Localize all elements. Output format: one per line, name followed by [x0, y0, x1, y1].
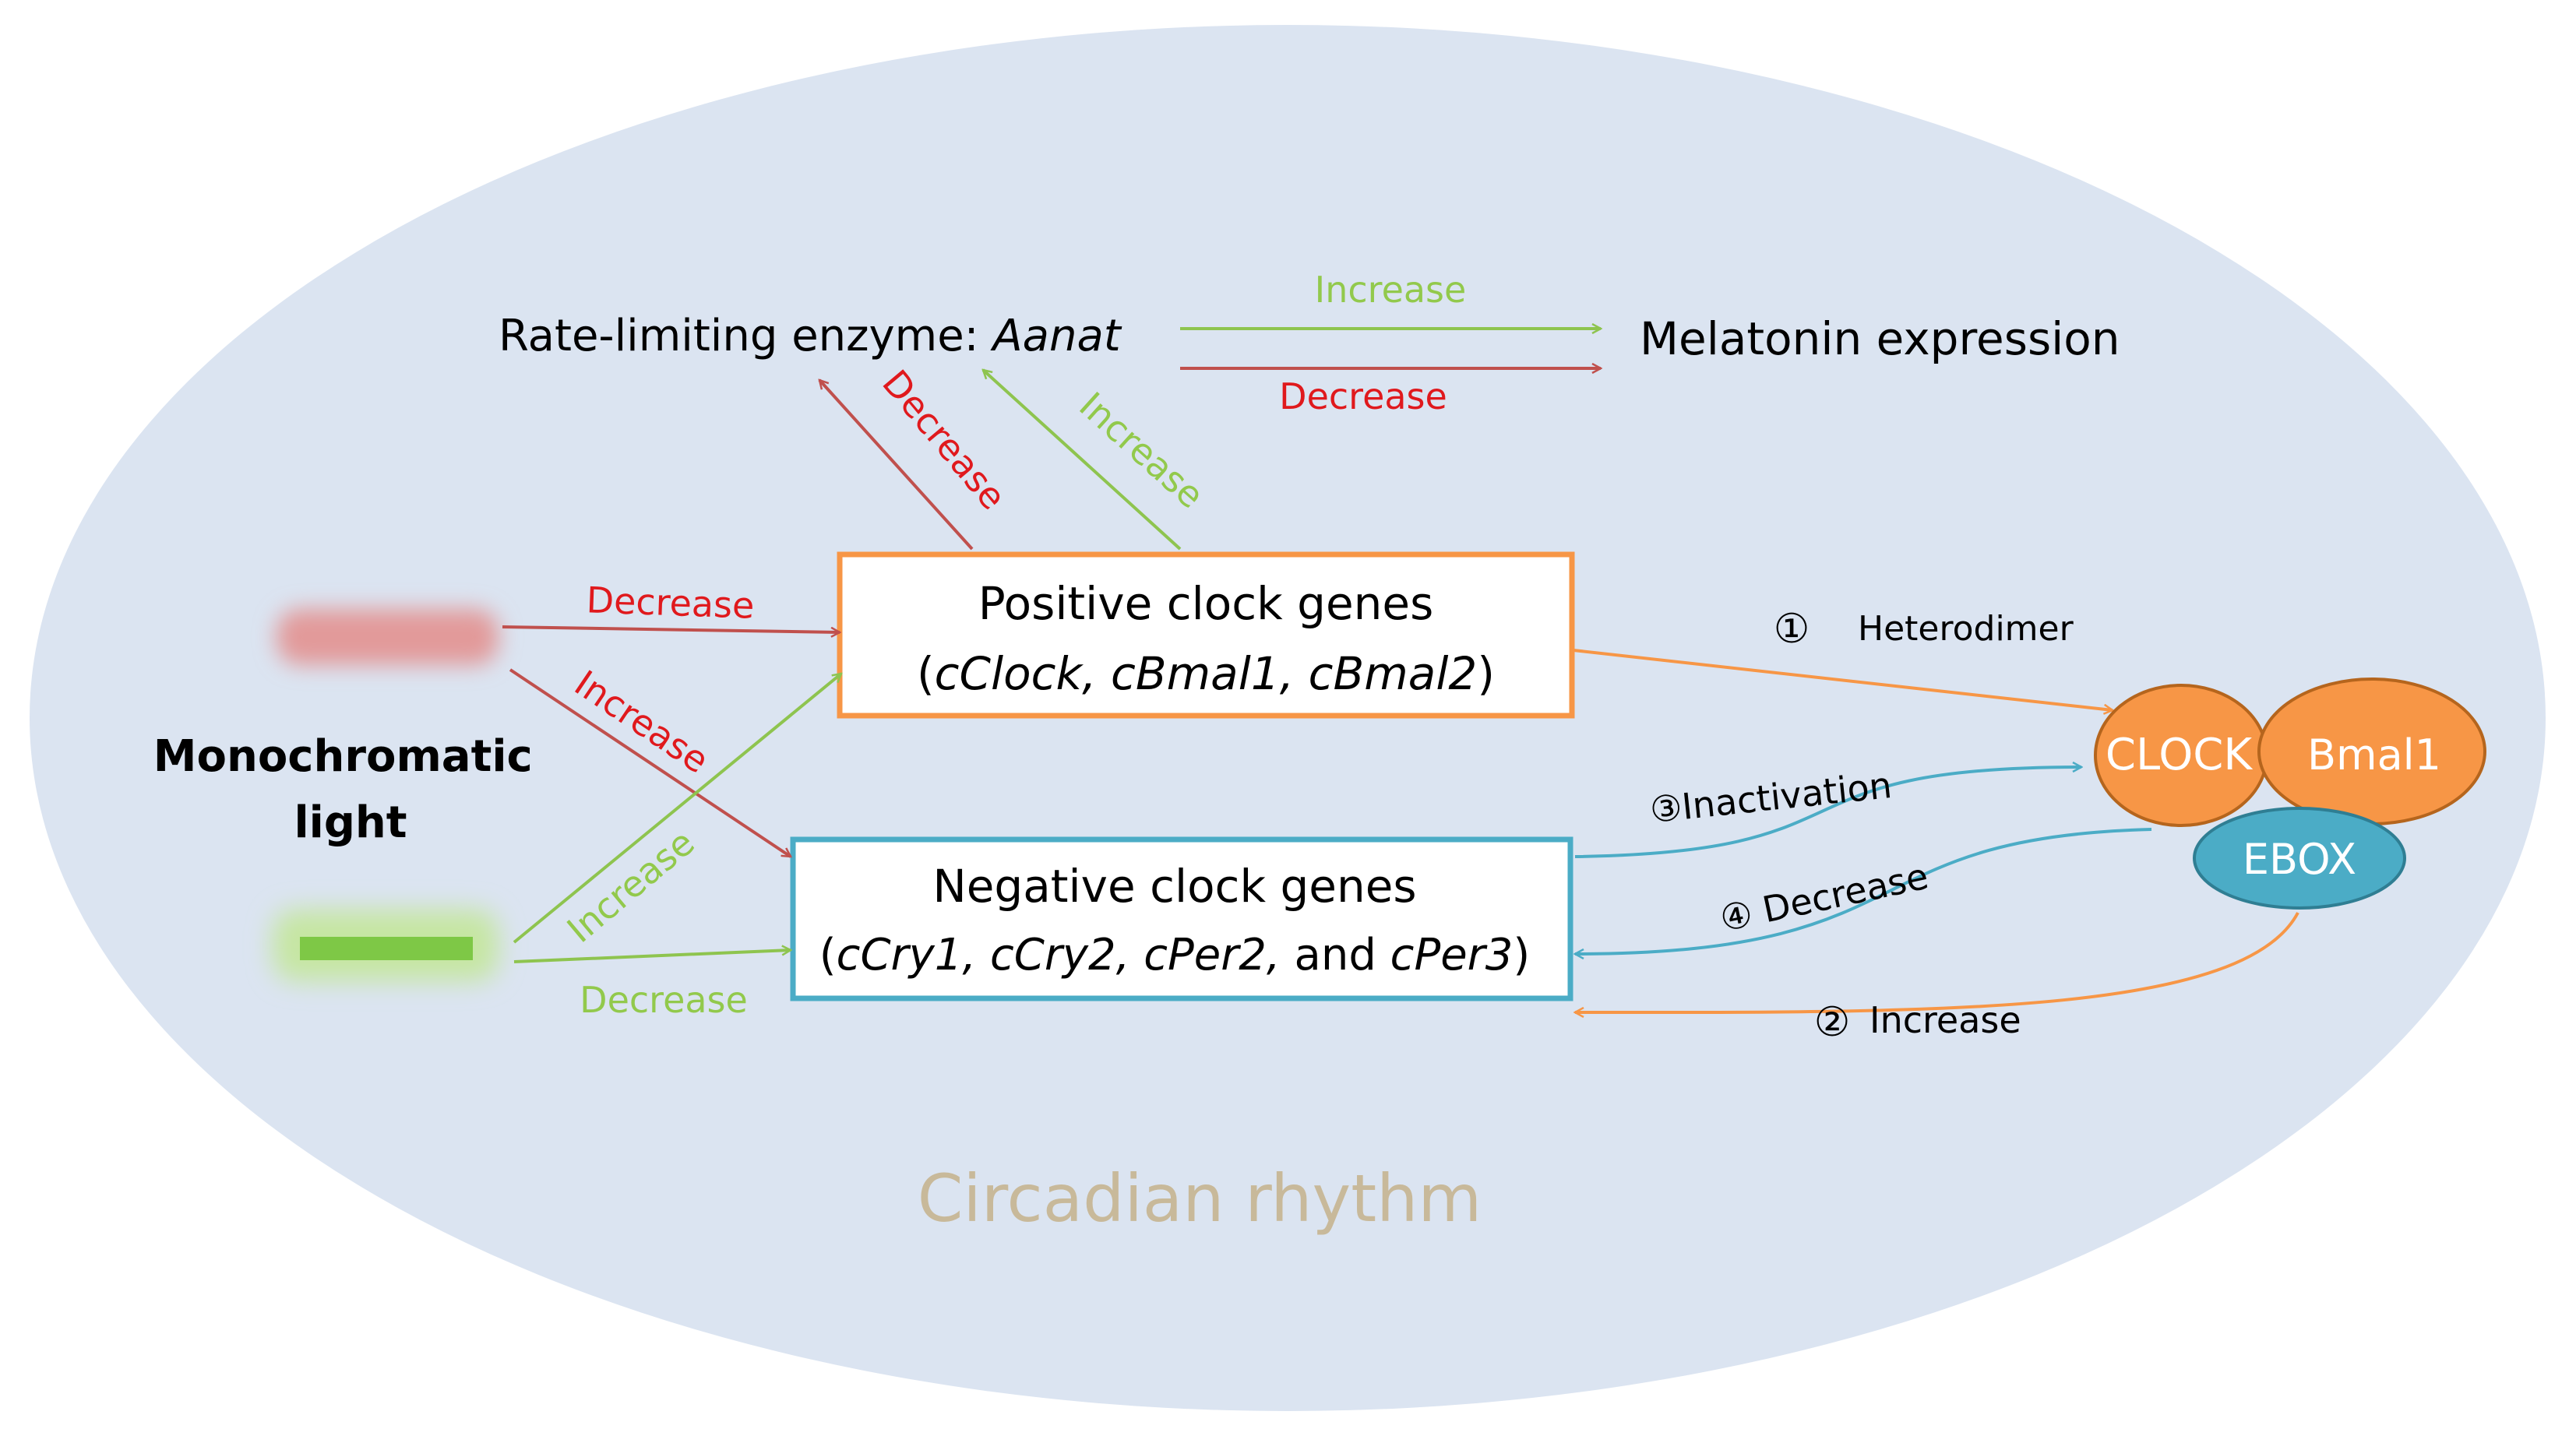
green-to-negative-label: Decrease — [580, 979, 748, 1021]
enzyme-mel-increase-label: Increase — [1315, 269, 1467, 311]
ebox-element — [2193, 807, 2406, 910]
monochromatic-light-label: Monochromatic light — [153, 731, 548, 848]
negative-genes-list: (cCry1, cCry2, cPer2, and cPer3) — [819, 930, 1530, 980]
aanat-gene: Aanat — [990, 311, 1122, 361]
positive-genes-box — [837, 551, 1575, 719]
step1-label: Heterodimer — [1858, 609, 2074, 649]
green-light-source — [300, 937, 473, 960]
negative-genes-title: Negative clock genes — [932, 860, 1416, 913]
positive-genes-title: Positive clock genes — [978, 577, 1434, 630]
enzyme-mel-decrease-label: Decrease — [1279, 375, 1447, 417]
red-to-positive-label: Decrease — [586, 579, 755, 626]
step2-label: Increase — [1869, 999, 2021, 1041]
bmal1-label: Bmal1 — [2307, 730, 2441, 780]
red-to-negative-arrow — [509, 668, 791, 858]
green-to-positive-arrow — [513, 674, 841, 944]
inactivation-arrow — [1574, 767, 2081, 858]
negative-genes-box — [790, 836, 1573, 1001]
heterodimer-arrow — [1573, 649, 2113, 710]
pos-enzyme-increase-arrow — [983, 370, 1182, 551]
clock-label: CLOCK — [2106, 730, 2253, 780]
decrease-curve-arrow — [1575, 828, 2152, 954]
step2-number: ② — [1814, 999, 1851, 1046]
enzyme-label: Rate-limiting enzyme: Aanat — [499, 311, 1122, 361]
red-light-source — [277, 609, 499, 665]
circadian-rhythm-label: Circadian rhythm — [918, 1160, 1482, 1237]
melatonin-label: Melatonin expression — [1640, 312, 2120, 365]
red-to-positive-arrow — [502, 625, 840, 632]
green-to-negative-arrow — [513, 950, 791, 963]
step1-number: ① — [1774, 606, 1810, 653]
pos-enzyme-decrease-arrow — [819, 380, 974, 551]
increase-curve-arrow — [1575, 912, 2299, 1012]
ebox-label: EBOX — [2243, 835, 2356, 884]
positive-genes-list: (cClock, cBmal1, cBmal2) — [917, 647, 1495, 700]
